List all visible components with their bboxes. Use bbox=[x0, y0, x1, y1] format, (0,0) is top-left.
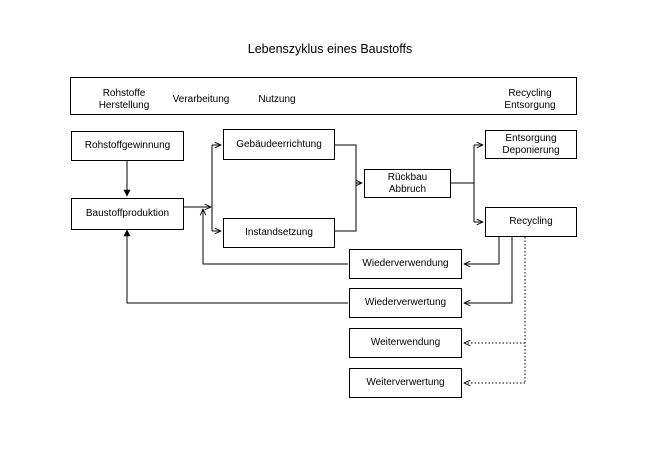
phase-label-verarbeitung: Verarbeitung bbox=[172, 94, 230, 105]
box-weiterverwertung-label: Weiterverwertung bbox=[366, 377, 445, 388]
box-entsorgung-deponierung: Entsorgung Deponierung bbox=[485, 130, 577, 159]
box-weiterverwertung: Weiterverwertung bbox=[349, 368, 462, 398]
box-baustoffproduktion: Baustoffproduktion bbox=[71, 198, 184, 230]
box-weiterverwendung-label: Weiterwendung bbox=[370, 337, 441, 348]
box-rohstoffgewinnung: Rohstoffgewinnung bbox=[71, 131, 184, 161]
box-recycling-label: Recycling bbox=[509, 216, 553, 227]
box-gebaeudeerrichtung-label: Gebäudeerrichtung bbox=[236, 138, 322, 150]
box-instandsetzung-label: Instandsetzung bbox=[245, 227, 313, 238]
box-baustoffproduktion-label: Baustoffproduktion bbox=[85, 208, 170, 219]
phase-label-rohstoffe: Rohstoffe Herstellung bbox=[98, 88, 150, 111]
box-wiederverwertung-label: Wiederverwertung bbox=[364, 297, 447, 308]
phase-header-band bbox=[70, 77, 577, 115]
box-recycling: Recycling bbox=[485, 207, 577, 237]
box-wiederverwendung-label: Wiederverwendung bbox=[362, 258, 449, 269]
box-wiederverwendung: Wiederverwendung bbox=[349, 249, 462, 279]
arrow-wiederverwertung-loop bbox=[123, 229, 348, 304]
box-wiederverwertung: Wiederverwertung bbox=[349, 288, 462, 318]
arrow-wiederverwendung-loop bbox=[203, 209, 348, 265]
phase-label-nutzung: Nutzung bbox=[258, 94, 296, 105]
diagram-title: Lebenszyklus eines Baustoffs bbox=[247, 42, 413, 56]
arrow-to-wiederverwendung bbox=[464, 237, 500, 264]
box-rueckbau-abbruch: Rückbau Abbruch bbox=[364, 169, 451, 198]
phase-label-recycling: Recycling Entsorgung bbox=[504, 88, 556, 111]
box-rohstoffgewinnung-label: Rohstoffgewinnung bbox=[84, 140, 171, 151]
box-instandsetzung: Instandsetzung bbox=[223, 218, 335, 248]
line-gebaeude-to-rueckbau bbox=[334, 144, 357, 232]
box-gebaeudeerrichtung: Gebäudeerrichtung bbox=[223, 129, 335, 160]
box-entsorgung-label: Entsorgung Deponierung bbox=[502, 132, 560, 156]
arrow-to-wiederverwertung bbox=[464, 237, 513, 303]
box-weiterverwendung: Weiterwendung bbox=[349, 328, 462, 358]
box-rueckbau-label: Rückbau Abbruch bbox=[387, 171, 428, 195]
